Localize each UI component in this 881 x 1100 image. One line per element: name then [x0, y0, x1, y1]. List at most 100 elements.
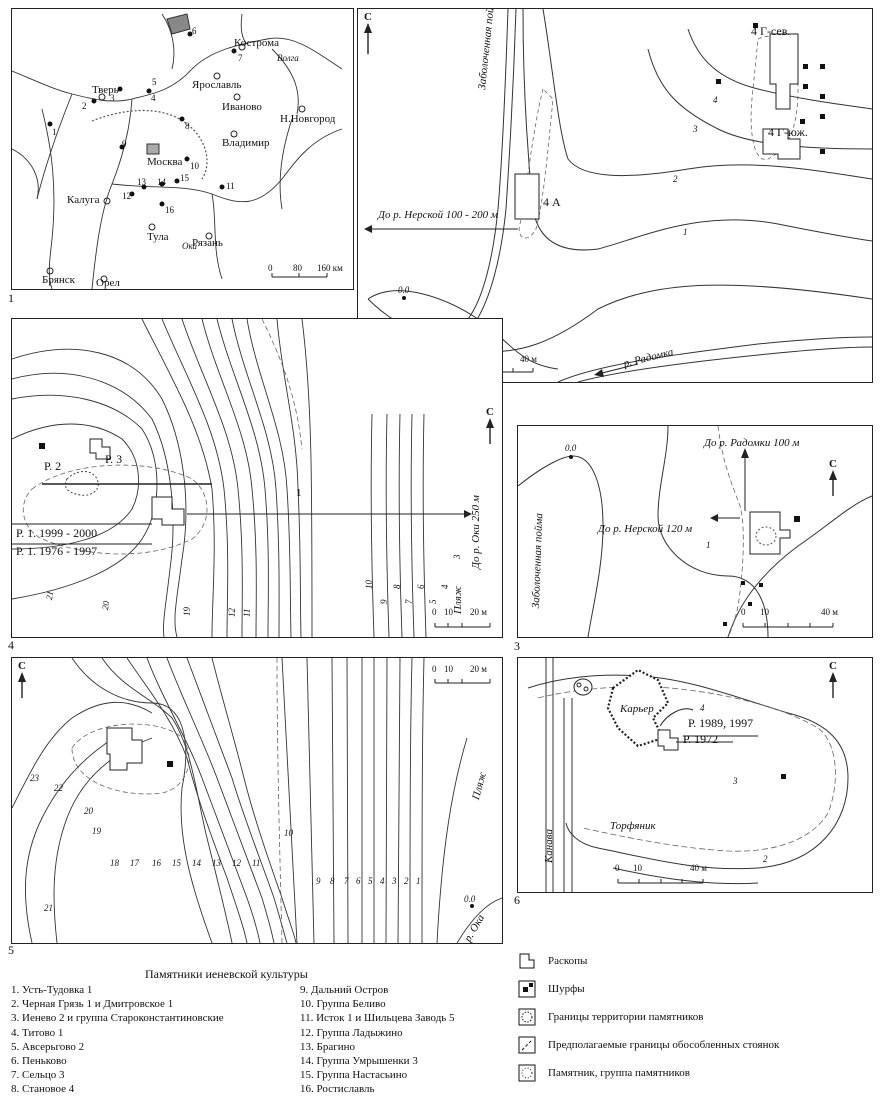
scale-label: 10 [633, 863, 642, 873]
excavation-p3 [89, 438, 111, 460]
scale-label: 40 м [520, 354, 537, 364]
contour-label: 3 [452, 554, 462, 560]
contour-label: 12 [227, 608, 237, 617]
site-number: 5 [152, 77, 157, 87]
excavation-p1 [151, 496, 185, 526]
symbol-legend: Раскопы Шурфы Границы территории памятни… [518, 950, 868, 1090]
excavation-4a [514, 173, 540, 220]
site-plan-panel-6: С Карьер Р. 1989, 1997 Р. 1972 Торфяник … [517, 657, 873, 893]
site-plan-panel-3: С Заболоченная пойма До р. Радомки 100 м… [517, 425, 873, 638]
site-label-4a: 4 А [543, 195, 561, 209]
site-number: 14 [157, 177, 166, 187]
site-plan-4-drawing [12, 319, 494, 637]
panel-number: 1 [8, 291, 14, 305]
contour-label: 23 [30, 773, 39, 783]
contour-label: 4 [700, 703, 705, 713]
list-item: 16. Ростиславль [300, 1083, 375, 1096]
contour-label: 20 [100, 600, 112, 611]
panel-number: 6 [514, 893, 520, 907]
scale-label: 160 км [317, 263, 343, 273]
panel-number: 4 [8, 638, 14, 652]
contour-label: 16 [152, 858, 161, 868]
list-item: 12. Группа Ладыжино [300, 1026, 403, 1039]
legend-item: Границы территории памятников [518, 1006, 868, 1034]
scale-label: 20 м [470, 607, 487, 617]
territory-boundary-icon [755, 526, 777, 546]
excavation-icon [519, 953, 535, 969]
site-plan-panel-5: С Пляж р. Ока 0 10 20 м 23 22 21 20 19 1… [11, 657, 503, 944]
contour-label: 19 [182, 607, 192, 616]
site-number: 8 [185, 121, 190, 131]
contour-label: 14 [192, 858, 201, 868]
list-item: 14. Группа Умрышенки 3 [300, 1055, 418, 1068]
legend-label: Границы территории памятников [548, 1011, 704, 1023]
site-number: 16 [165, 205, 174, 215]
site-number: 2 [82, 101, 87, 111]
site-number: 1 [52, 127, 57, 137]
contour-label: 9 [316, 876, 321, 886]
contour-label: 8 [330, 876, 335, 886]
contour-label: 3 [733, 776, 738, 786]
site-list-right: 9. Дальний Остров 10. Группа Беливо 11. … [300, 983, 455, 1097]
contour-label: 10 [364, 580, 374, 589]
list-item: 2. Черная Грязь 1 и Дмитровское 1 [11, 998, 174, 1011]
contour-label: 17 [130, 858, 139, 868]
town-label: Орел [96, 277, 120, 289]
site-number: 6 [192, 26, 197, 36]
contour-label: 11 [242, 608, 252, 617]
contour-label: 22 [54, 783, 63, 793]
site-plan-2-drawing [364, 9, 872, 382]
contour-label: 0.0 [398, 285, 410, 295]
peat-label: Торфяник [610, 820, 656, 832]
contour-label: 8 [392, 584, 402, 590]
list-item: 1. Усть-Тудовка 1 [11, 984, 93, 996]
direction-label: До р. Радомки 100 м [704, 437, 800, 449]
town-label: Н.Новгород [280, 113, 336, 125]
site-number: 11 [226, 181, 235, 191]
list-item: 5. Авсерьгово 2 [11, 1040, 85, 1053]
site-list-left: 1. Усть-Тудовка 1 2. Черная Грязь 1 и Дм… [11, 983, 224, 1097]
site-number: 12 [122, 191, 131, 201]
contour-label: 18 [110, 858, 119, 868]
site-group-icon [573, 678, 593, 696]
town-label: Рязань [192, 237, 223, 249]
scale-label: 0 [432, 664, 437, 674]
list-item: 10. Группа Беливо [300, 998, 386, 1011]
contour-label: 4 [440, 584, 450, 590]
test-pit-icon [781, 774, 786, 779]
camp-boundary-icon [518, 1036, 536, 1054]
list-item: 11. Исток 1 и Шильцева Заводь 5 [300, 1012, 455, 1025]
contour-label: 1 [683, 227, 688, 237]
contour-label: 15 [172, 858, 181, 868]
contour-label: 0.0 [464, 894, 476, 904]
scale-label: 10 [444, 607, 453, 617]
contour-label: 6 [416, 584, 426, 590]
regional-map-panel: Кострома Ярославль Тверь Иваново Н.Новго… [11, 8, 354, 290]
contour-label: 2 [404, 876, 409, 886]
site-group-icon [518, 1064, 536, 1082]
site-number: 3 [110, 93, 115, 103]
test-pit-icon [167, 761, 173, 767]
scale-label: 10 [444, 664, 453, 674]
contour-label: 12 [232, 858, 241, 868]
site-number: 4 [151, 93, 156, 103]
site-plan-6-drawing [527, 658, 849, 892]
legend-item: Раскопы [518, 950, 868, 978]
scale-label: 80 [293, 263, 302, 273]
excavation-4g-north [769, 33, 799, 110]
contour-label: 2 [673, 174, 678, 184]
contour-label: 2 [763, 854, 768, 864]
excavation-4g-south [762, 128, 801, 160]
test-pit-icon [518, 980, 536, 998]
list-item: 4. Титово 1 [11, 1026, 64, 1039]
river-label: Волга [277, 53, 299, 63]
site-plan-panel-4: С Р. 2 Р. 3 Р. 1. 1999 - 2000 Р. 1. 1976… [11, 318, 503, 638]
site-label-4g-north: 4 Г-сев. [751, 24, 791, 38]
contour-label: 21 [44, 590, 56, 601]
contour-label: 1 [296, 487, 302, 499]
panel-number: 3 [514, 639, 520, 653]
contour-label: 10 [284, 828, 293, 838]
scale-label: 40 м [821, 607, 838, 617]
site-plan-3-drawing [518, 426, 872, 637]
site-number: 13 [137, 177, 146, 187]
